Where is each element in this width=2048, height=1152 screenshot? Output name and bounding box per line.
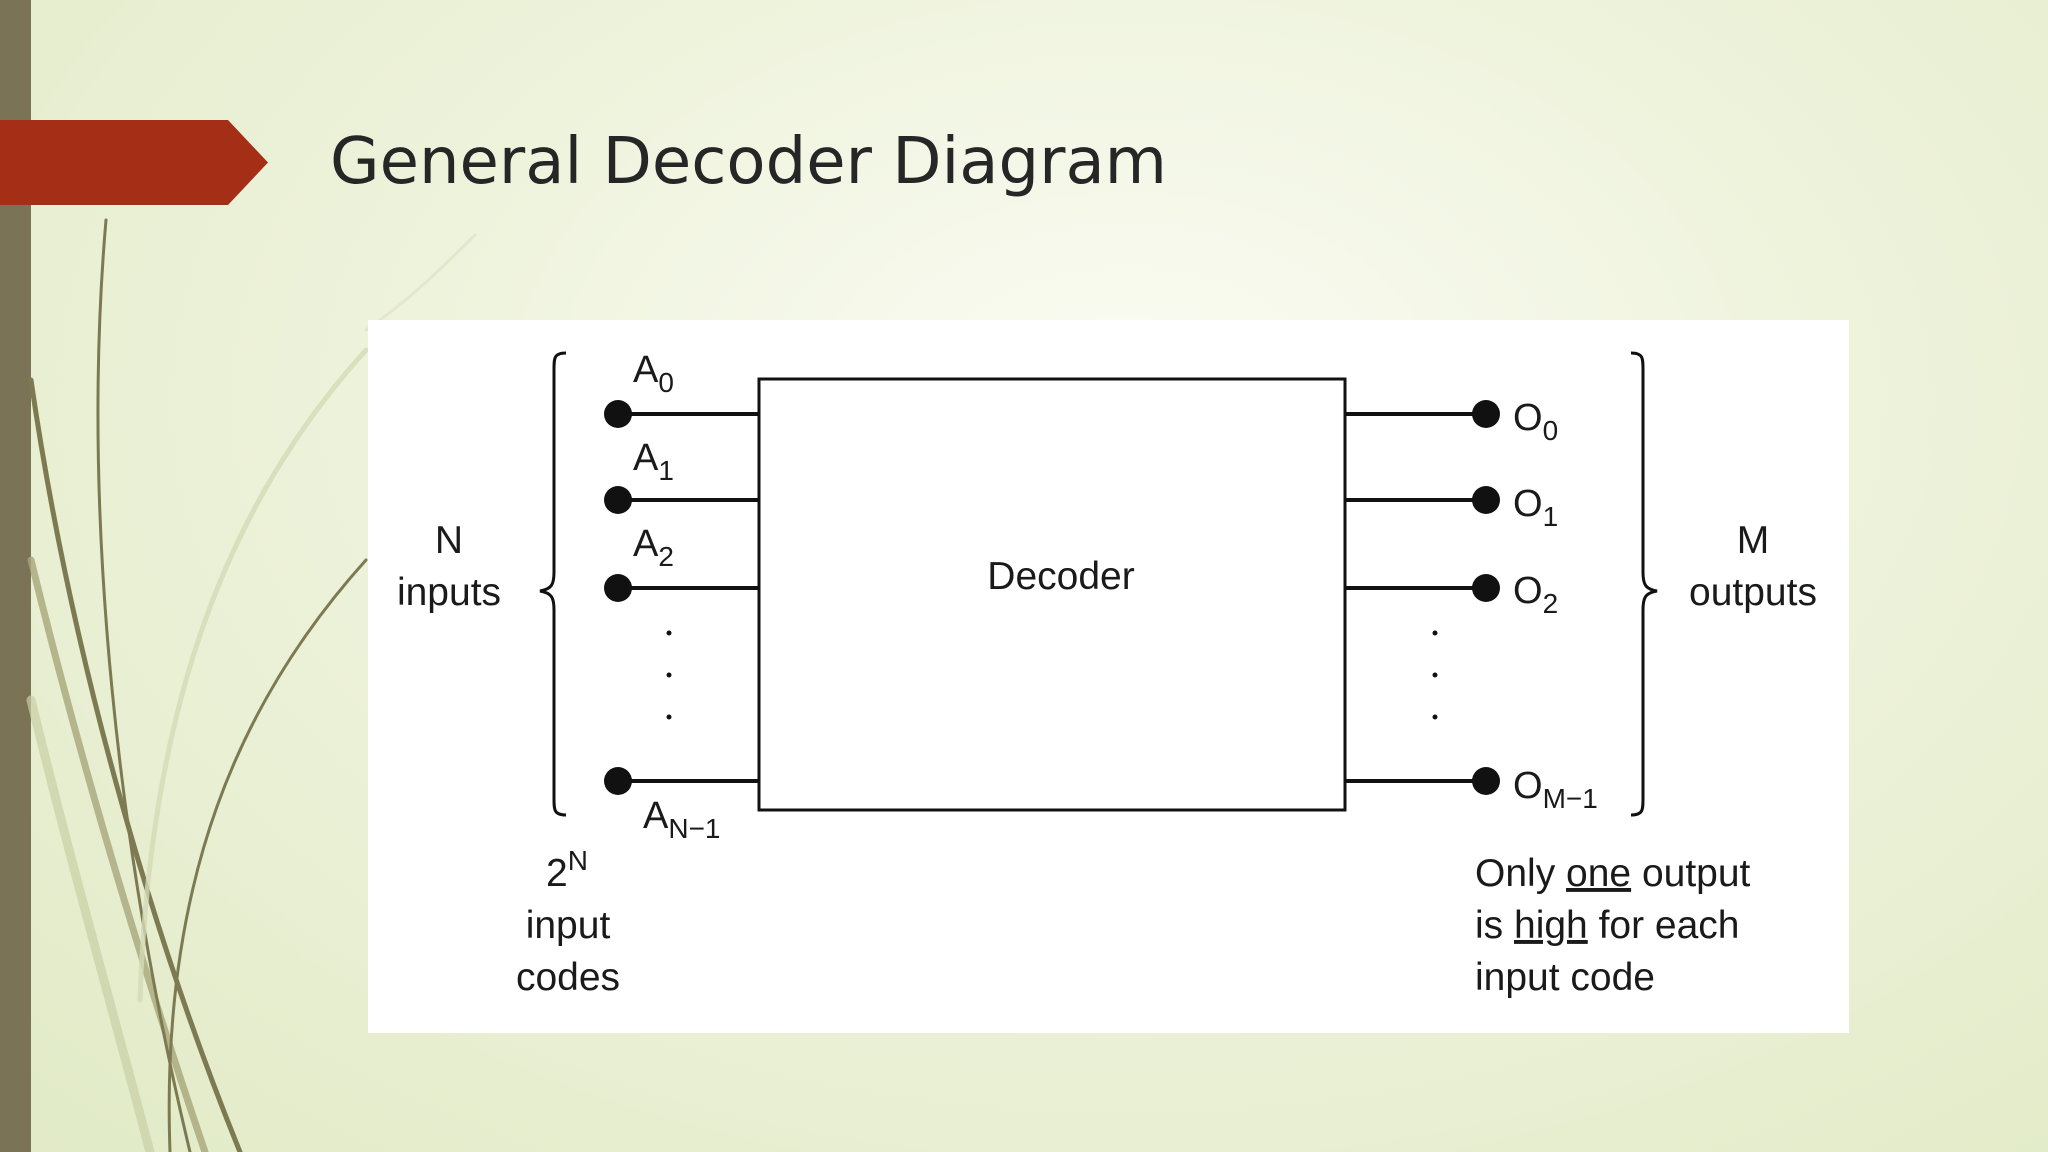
decoder-block <box>757 377 1347 812</box>
input-label: A1 <box>633 437 674 486</box>
input-group-label: N <box>435 519 463 562</box>
input-terminal <box>604 400 632 428</box>
input-group-label: inputs <box>397 571 501 614</box>
input-terminal <box>604 574 632 602</box>
output-lines <box>1345 412 1486 783</box>
output-label: OM−1 <box>1513 765 1598 814</box>
decoder-label: Decoder <box>987 555 1134 598</box>
ellipsis-dot <box>666 672 672 678</box>
output-label: O1 <box>1513 483 1558 532</box>
output-label-sub: M−1 <box>1543 783 1598 814</box>
input-codes-base: 2 <box>546 852 568 895</box>
output-label-base: O <box>1513 483 1543 525</box>
ellipsis-dot <box>666 714 672 720</box>
input-codes-label: input <box>526 904 611 947</box>
output-label-base: O <box>1513 570 1543 612</box>
title-arrow-marker <box>0 120 268 205</box>
output-label: O0 <box>1513 397 1558 446</box>
note-text: Only <box>1475 852 1566 895</box>
input-label-sub: 1 <box>658 455 674 486</box>
output-label-sub: 2 <box>1543 588 1559 619</box>
input-codes-sup: N <box>568 845 588 876</box>
output-terminals <box>1472 400 1500 795</box>
output-label-base: O <box>1513 397 1543 439</box>
input-label-base: A <box>633 349 659 391</box>
input-terminals <box>604 400 632 795</box>
input-terminal <box>604 767 632 795</box>
input-codes-label: 2N <box>546 845 588 895</box>
input-label: A0 <box>633 349 674 398</box>
note-text: output <box>1631 852 1750 895</box>
input-label: A2 <box>633 523 674 572</box>
input-lines <box>618 412 759 783</box>
output-terminal <box>1472 574 1500 602</box>
input-label-base: A <box>633 437 659 479</box>
output-terminal <box>1472 400 1500 428</box>
output-note: input code <box>1475 956 1655 999</box>
ellipsis-dot <box>1432 714 1438 720</box>
output-terminal <box>1472 767 1500 795</box>
output-label-sub: 1 <box>1543 501 1559 532</box>
output-brace <box>1630 351 1658 817</box>
ellipsis-dot <box>666 630 672 636</box>
note-text: for each <box>1588 904 1740 947</box>
input-terminal <box>604 486 632 514</box>
input-label: AN−1 <box>643 795 721 844</box>
output-ellipsis <box>1432 630 1438 720</box>
output-label: O2 <box>1513 570 1558 619</box>
input-label-base: A <box>633 523 659 565</box>
decoder-figure: Decoder A0 A1 A2 AN−1 <box>368 320 1849 1033</box>
output-label-base: O <box>1513 765 1543 807</box>
note-underlined-word: high <box>1514 904 1588 947</box>
output-label-sub: 0 <box>1543 415 1559 446</box>
output-terminal <box>1472 486 1500 514</box>
input-codes-label: codes <box>516 956 620 999</box>
output-note: is high for each <box>1475 904 1740 947</box>
note-underlined-word: one <box>1566 852 1631 895</box>
slide-title: General Decoder Diagram <box>330 125 1167 199</box>
ellipsis-dot <box>1432 630 1438 636</box>
input-label-sub: N−1 <box>668 813 720 844</box>
input-label-sub: 2 <box>658 541 674 572</box>
input-brace <box>539 351 567 817</box>
ellipsis-dot <box>1432 672 1438 678</box>
note-text: is <box>1475 904 1514 947</box>
input-label-base: A <box>643 795 669 837</box>
input-label-sub: 0 <box>658 367 674 398</box>
input-ellipsis <box>666 630 672 720</box>
decorative-curves <box>26 218 477 1152</box>
output-note: Only one output <box>1475 852 1751 895</box>
output-group-label: M <box>1737 519 1770 562</box>
output-group-label: outputs <box>1689 571 1817 614</box>
decoder-diagram: Decoder A0 A1 A2 AN−1 <box>397 349 1817 999</box>
